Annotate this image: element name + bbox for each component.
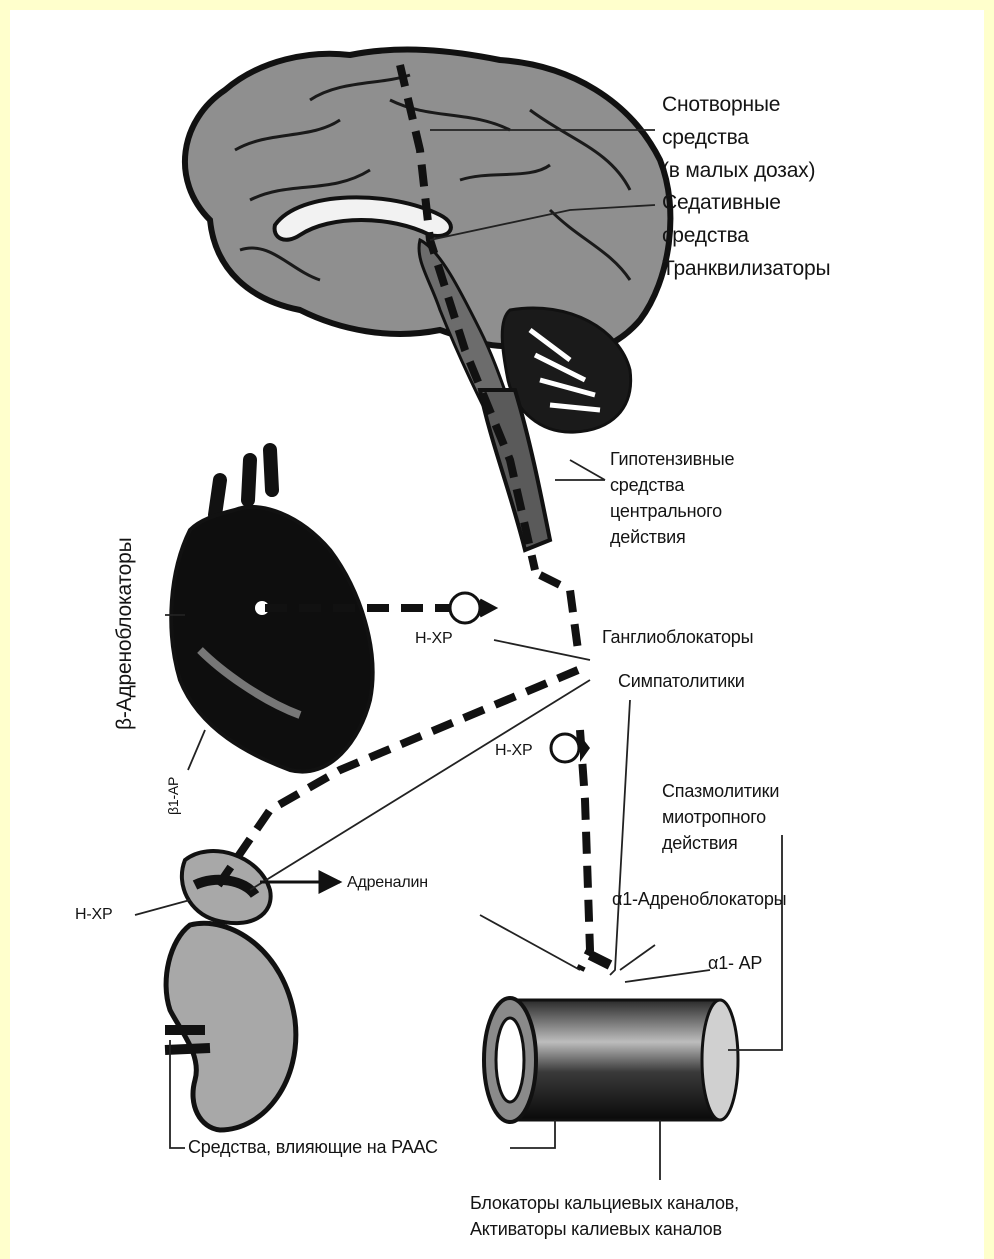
label-n-xr-adrenal: Н-ХР xyxy=(75,902,112,928)
vessel-icon xyxy=(484,998,738,1122)
label-antihypertensives: Гипотензивные средства центрального дейс… xyxy=(610,446,734,550)
label-beta1-receptor: β1-АР xyxy=(160,777,186,815)
label-sedatives: Седативные средства Транквилизаторы xyxy=(662,186,830,285)
label-adrenaline: Адреналин xyxy=(347,870,428,896)
alpha1-receptor-mark xyxy=(590,955,610,965)
label-alpha1-receptor: α1- АР xyxy=(708,950,762,976)
label-ganglioblockers: Ганглиоблокаторы xyxy=(602,624,753,650)
label-n-xr-vessel: Н-ХР xyxy=(495,738,532,764)
label-raas: Средства, влияющие на РААС xyxy=(188,1134,438,1160)
label-hypnotics: Снотворные средства (в малых дозах) xyxy=(662,88,815,187)
label-n-xr-heart: Н-ХР xyxy=(415,626,452,652)
label-sympatholytics: Симпатолитики xyxy=(618,668,745,694)
label-alpha1-blockers: α1-Адреноблокаторы xyxy=(612,886,786,912)
label-channel-blockers: Блокаторы кальциевых каналов, Активаторы… xyxy=(470,1190,739,1242)
label-beta-blockers: β-Адреноблокаторы xyxy=(108,537,141,730)
diagram-canvas: Снотворные средства (в малых дозах) Седа… xyxy=(10,10,984,1259)
synapse-heart xyxy=(450,593,495,623)
label-spasmolytics: Спазмолитики миотропного действия xyxy=(662,778,779,856)
diagram-drawing xyxy=(10,10,984,1259)
kidney-icon xyxy=(165,851,296,1130)
